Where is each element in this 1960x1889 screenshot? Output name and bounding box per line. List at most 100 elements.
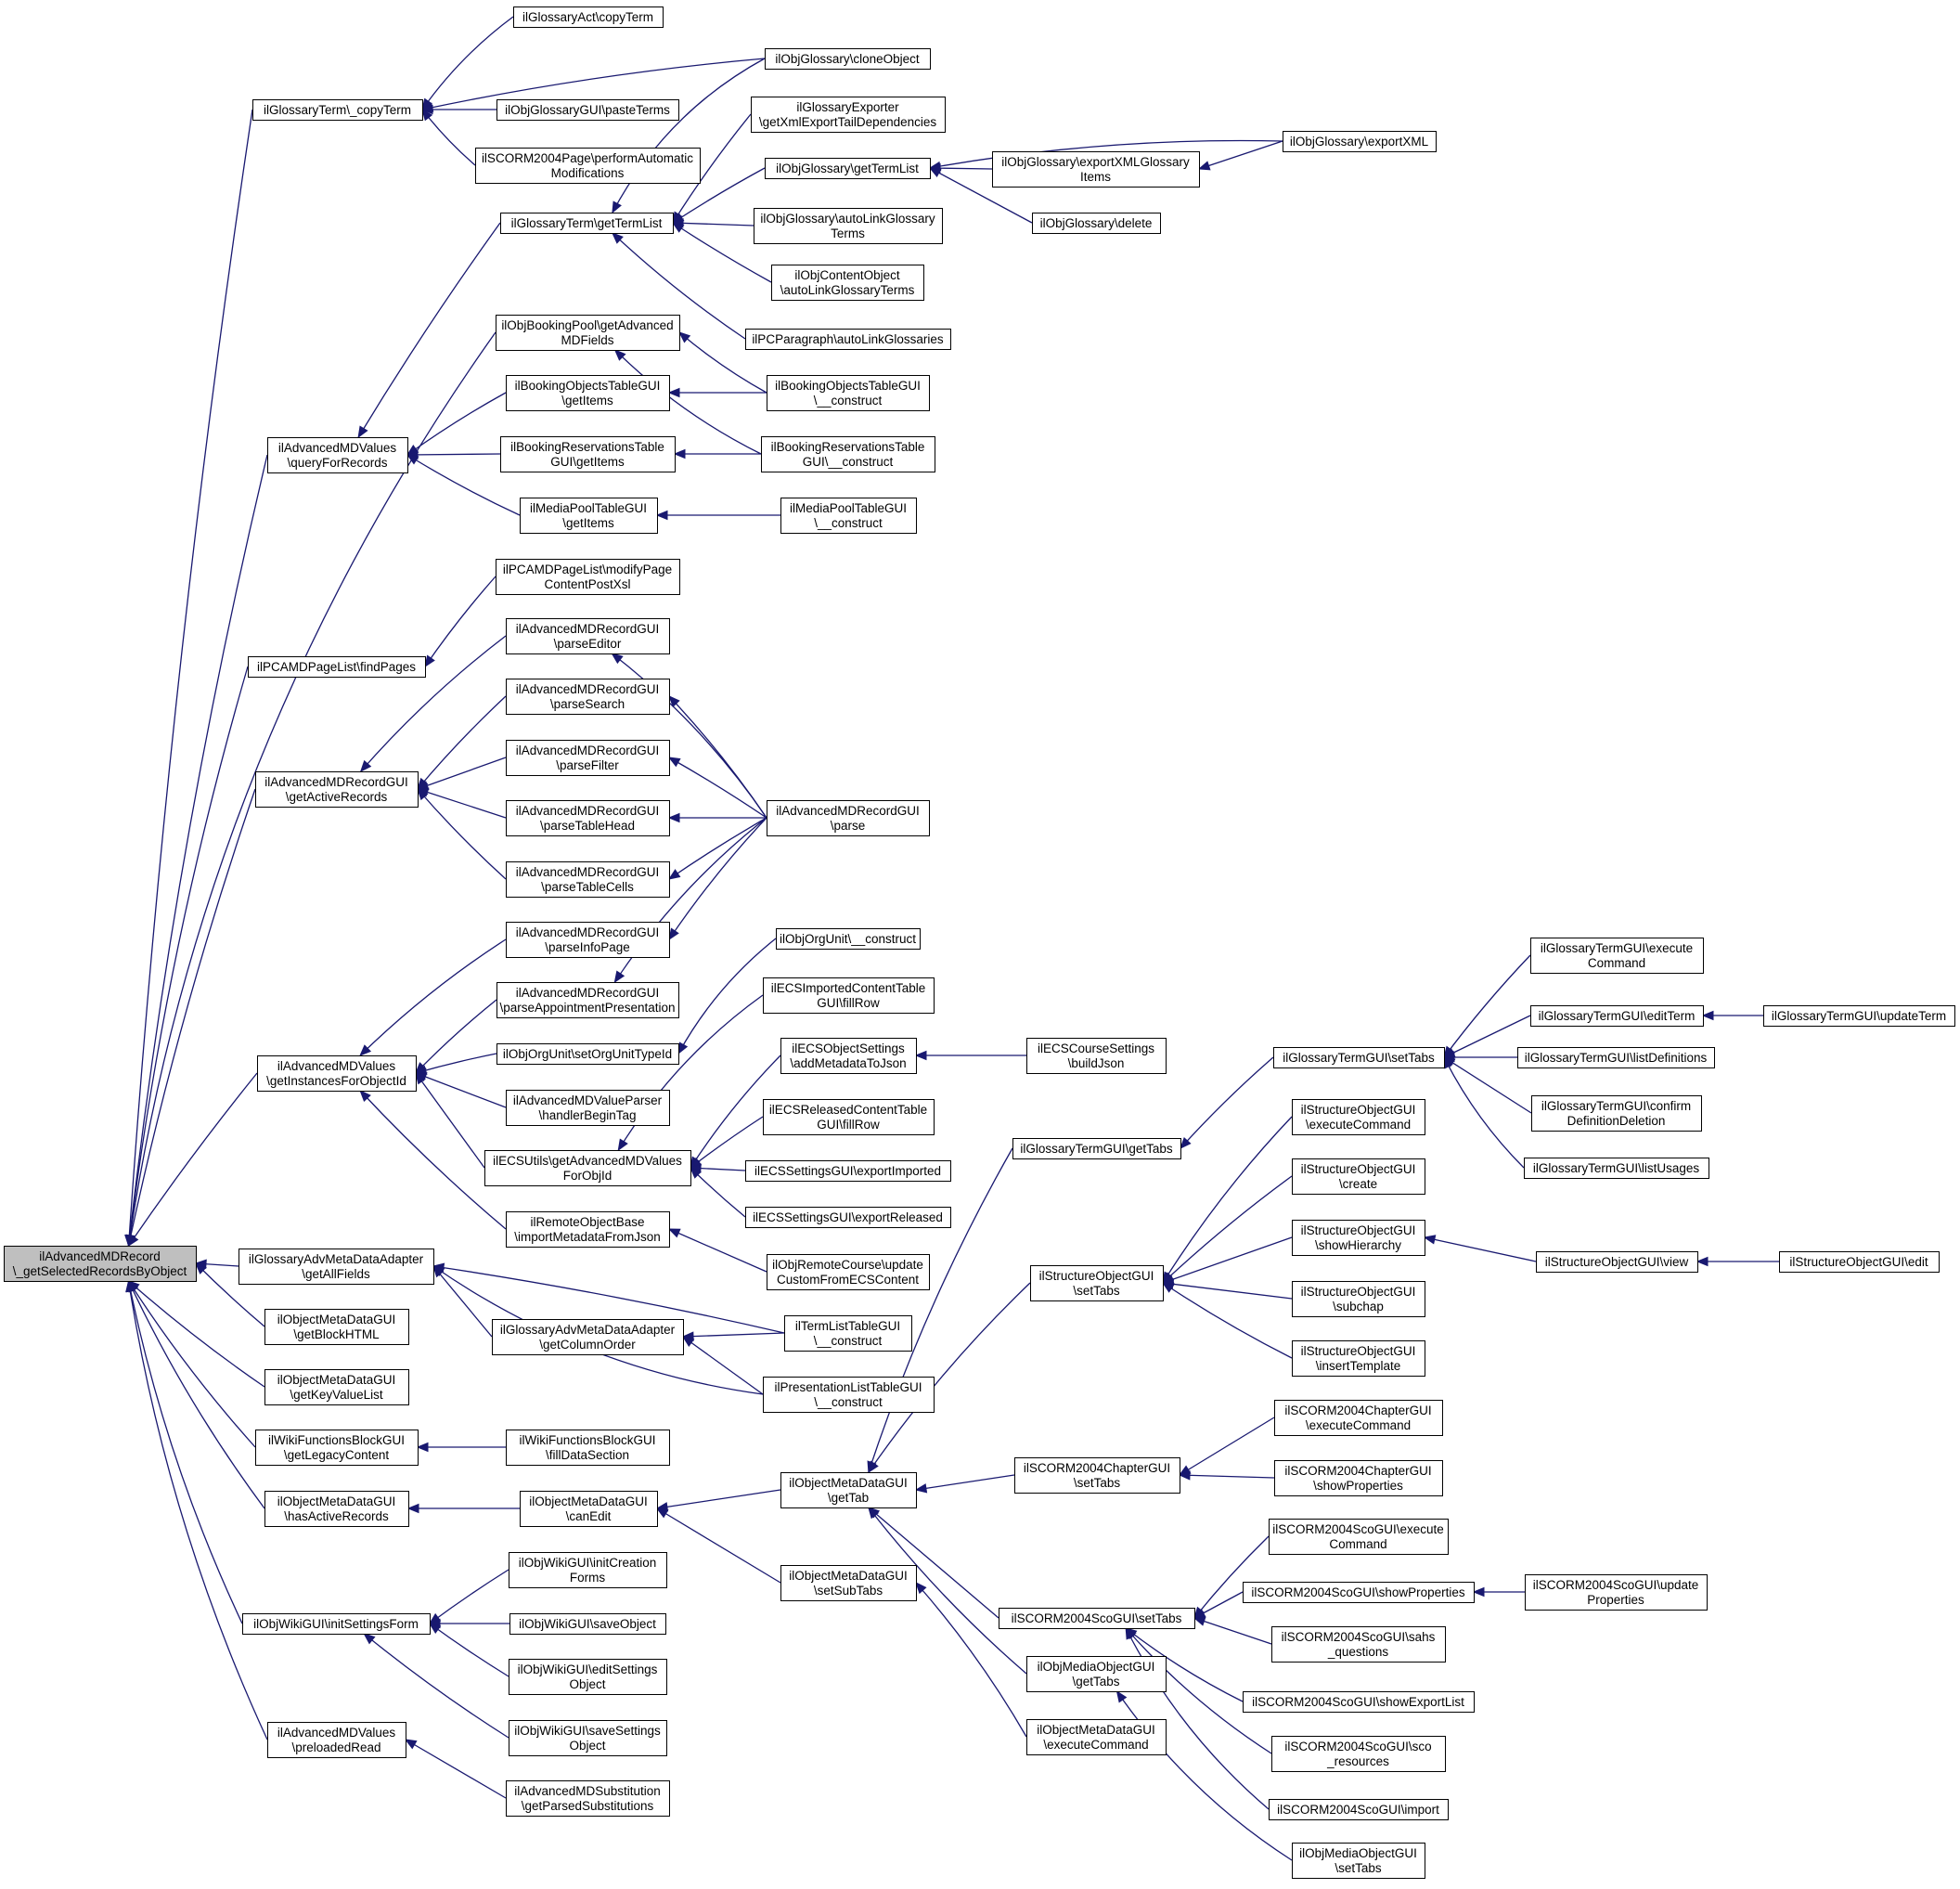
- graph-node-queryForRecords[interactable]: ilAdvancedMDValues\queryForRecords: [267, 437, 408, 473]
- graph-node-initSettingsForm[interactable]: ilObjWikiGUI\initSettingsForm: [242, 1613, 431, 1635]
- graph-node-hasActiveRecords[interactable]: ilObjectMetaDataGUI\hasActiveRecords: [264, 1491, 409, 1527]
- graph-node-parseTableCells[interactable]: ilAdvancedMDRecordGUI\parseTableCells: [506, 861, 670, 898]
- graph-node-handlerBeginTag[interactable]: ilAdvancedMDValueParser\handlerBeginTag: [506, 1090, 670, 1126]
- graph-node-structShowHierarchy[interactable]: ilStructureObjectGUI\showHierarchy: [1292, 1220, 1425, 1256]
- graph-node-getLegacyContent[interactable]: ilWikiFunctionsBlockGUI\getLegacyContent: [255, 1430, 419, 1466]
- graph-node-getParsedSubst[interactable]: ilAdvancedMDSubstitution\getParsedSubsti…: [506, 1780, 670, 1817]
- node-label: ilAdvancedMDRecordGUI: [516, 744, 660, 757]
- graph-node-contentAutoLink[interactable]: ilObjContentObject\autoLinkGlossaryTerms: [771, 265, 924, 301]
- graph-node-structSetTabs[interactable]: ilStructureObjectGUI\setTabs: [1030, 1265, 1164, 1301]
- graph-node-mediaSetTabs[interactable]: ilObjMediaObjectGUI\setTabs: [1292, 1843, 1425, 1879]
- graph-node-recordGuiParse[interactable]: ilAdvancedMDRecordGUI\parse: [767, 800, 930, 836]
- graph-node-structView[interactable]: ilStructureObjectGUI\view: [1536, 1251, 1698, 1273]
- graph-node-ecsExportImported[interactable]: ilECSSettingsGUI\exportImported: [745, 1160, 951, 1182]
- graph-node-scoExecute[interactable]: ilSCORM2004ScoGUI\executeCommand: [1269, 1519, 1449, 1555]
- graph-node-parseTableHead[interactable]: ilAdvancedMDRecordGUI\parseTableHead: [506, 800, 670, 836]
- graph-node-structExecute[interactable]: ilStructureObjectGUI\executeCommand: [1292, 1099, 1425, 1135]
- graph-node-parseFilter[interactable]: ilAdvancedMDRecordGUI\parseFilter: [506, 740, 670, 776]
- graph-node-ecsExportReleased[interactable]: ilECSSettingsGUI\exportReleased: [745, 1207, 951, 1228]
- graph-node-termGuiUpdateTerm[interactable]: ilGlossaryTermGUI\updateTerm: [1763, 1005, 1955, 1027]
- graph-node-getColumnOrder[interactable]: ilGlossaryAdvMetaDataAdapter\getColumnOr…: [492, 1319, 684, 1355]
- graph-node-importMetadata[interactable]: ilRemoteObjectBase\importMetadataFromJso…: [506, 1211, 670, 1248]
- graph-node-termListConstruct[interactable]: ilTermListTableGUI\__construct: [784, 1315, 912, 1352]
- graph-node-getInstancesForObjectId[interactable]: ilAdvancedMDValues\getInstancesForObject…: [257, 1055, 417, 1092]
- graph-node-pasteTerms[interactable]: ilObjGlossaryGUI\pasteTerms: [496, 99, 679, 121]
- graph-node-cloneObject[interactable]: ilObjGlossary\cloneObject: [765, 48, 931, 70]
- graph-node-mediaPoolGetItems[interactable]: ilMediaPoolTableGUI\getItems: [520, 498, 658, 534]
- graph-node-scoShowProps[interactable]: ilSCORM2004ScoGUI\showProperties: [1243, 1582, 1475, 1603]
- node-box: [239, 1249, 434, 1285]
- graph-node-termGuiConfirm[interactable]: ilGlossaryTermGUI\confirmDefinitionDelet…: [1531, 1095, 1702, 1132]
- graph-node-termGuiGetTabs[interactable]: ilGlossaryTermGUI\getTabs: [1012, 1138, 1181, 1159]
- graph-node-scoSetTabs[interactable]: ilSCORM2004ScoGUI\setTabs: [999, 1608, 1195, 1629]
- graph-node-ecsBuildJson[interactable]: ilECSCourseSettings\buildJson: [1026, 1038, 1167, 1074]
- graph-node-scoResources[interactable]: ilSCORM2004ScoGUI\sco_resources: [1271, 1736, 1446, 1772]
- graph-node-findPages[interactable]: ilPCAMDPageList\findPages: [248, 656, 426, 678]
- graph-node-termGuiEditTerm[interactable]: ilGlossaryTermGUI\editTerm: [1530, 1005, 1704, 1027]
- graph-node-parseSearch[interactable]: ilAdvancedMDRecordGUI\parseSearch: [506, 679, 670, 715]
- graph-node-getBlockHTML[interactable]: ilObjectMetaDataGUI\getBlockHTML: [264, 1309, 409, 1345]
- graph-node-scoImport[interactable]: ilSCORM2004ScoGUI\import: [1269, 1799, 1449, 1820]
- graph-node-orgUnitConstruct[interactable]: ilObjOrgUnit\__construct: [776, 928, 921, 950]
- graph-node-bookingResConstruct[interactable]: ilBookingReservationsTableGUI\__construc…: [761, 436, 935, 472]
- graph-node-structInsertTemplate[interactable]: ilStructureObjectGUI\insertTemplate: [1292, 1340, 1425, 1377]
- graph-node-scoSahs[interactable]: ilSCORM2004ScoGUI\sahs_questions: [1271, 1626, 1446, 1663]
- graph-node-parseInfoPage[interactable]: ilAdvancedMDRecordGUI\parseInfoPage: [506, 922, 670, 958]
- graph-node-updateCustomEcs[interactable]: ilObjRemoteCourse\updateCustomFromECSCon…: [767, 1254, 930, 1290]
- graph-node-termGetTermList[interactable]: ilGlossaryTerm\getTermList: [500, 213, 674, 234]
- graph-node-termGuiExecute[interactable]: ilGlossaryTermGUI\executeCommand: [1530, 938, 1704, 974]
- graph-node-glossDelete[interactable]: ilObjGlossary\delete: [1032, 213, 1161, 234]
- graph-node-structSubchap[interactable]: ilStructureObjectGUI\subchap: [1292, 1281, 1425, 1317]
- graph-node-setOrgUnitTypeId[interactable]: ilObjOrgUnit\setOrgUnitTypeId: [496, 1043, 679, 1065]
- graph-node-performAuto[interactable]: ilSCORM2004Page\performAutomaticModifica…: [475, 148, 701, 184]
- graph-node-getAllFields[interactable]: ilGlossaryAdvMetaDataAdapter\getAllField…: [239, 1249, 434, 1285]
- graph-node-structCreate[interactable]: ilStructureObjectGUI\create: [1292, 1158, 1425, 1195]
- node-label: ilAdvancedMDRecord: [39, 1249, 161, 1263]
- graph-node-termGuiSetTabs[interactable]: ilGlossaryTermGUI\setTabs: [1273, 1047, 1445, 1068]
- graph-node-pcParagraphAutoLink[interactable]: ilPCParagraph\autoLinkGlossaries: [745, 329, 951, 350]
- graph-node-termGuiListUsages[interactable]: ilGlossaryTermGUI\listUsages: [1524, 1158, 1709, 1179]
- graph-node-scoShowExport[interactable]: ilSCORM2004ScoGUI\showExportList: [1243, 1691, 1475, 1713]
- graph-node-fillDataSection[interactable]: ilWikiFunctionsBlockGUI\fillDataSection: [506, 1430, 670, 1466]
- graph-node-ecsAddMetadata[interactable]: ilECSObjectSettings\addMetadataToJson: [780, 1038, 917, 1074]
- graph-node-structEdit[interactable]: ilStructureObjectGUI\edit: [1779, 1251, 1940, 1273]
- graph-node-mediaGetTabs[interactable]: ilObjMediaObjectGUI\getTabs: [1026, 1656, 1167, 1692]
- graph-node-metaGetTab[interactable]: ilObjectMetaDataGUI\getTab: [780, 1472, 917, 1508]
- graph-node-copyTerm[interactable]: ilGlossaryTerm\_copyTerm: [252, 99, 423, 121]
- graph-node-root[interactable]: ilAdvancedMDRecord\_getSelectedRecordsBy…: [4, 1246, 197, 1282]
- graph-node-getKeyValueList[interactable]: ilObjectMetaDataGUI\getKeyValueList: [264, 1369, 409, 1405]
- graph-node-autoLinkGlossTerms[interactable]: ilObjGlossary\autoLinkGlossaryTerms: [754, 208, 943, 244]
- graph-node-metaExecuteCommand[interactable]: ilObjectMetaDataGUI\executeCommand: [1026, 1719, 1167, 1755]
- graph-node-chapterShowProps[interactable]: ilSCORM2004ChapterGUI\showProperties: [1274, 1460, 1443, 1496]
- graph-node-chapterSetTabs[interactable]: ilSCORM2004ChapterGUI\setTabs: [1014, 1457, 1180, 1494]
- graph-node-actCopyTerm[interactable]: ilGlossaryAct\copyTerm: [513, 6, 664, 28]
- graph-node-bookingObjGetItems[interactable]: ilBookingObjectsTableGUI\getItems: [506, 375, 670, 411]
- graph-node-parseEditor[interactable]: ilAdvancedMDRecordGUI\parseEditor: [506, 618, 670, 654]
- graph-node-saveObject[interactable]: ilObjWikiGUI\saveObject: [509, 1613, 666, 1635]
- graph-node-mediaPoolConstruct[interactable]: ilMediaPoolTableGUI\__construct: [780, 498, 917, 534]
- graph-node-preloadedRead[interactable]: ilAdvancedMDValues\preloadedRead: [267, 1722, 406, 1758]
- graph-node-canEdit[interactable]: ilObjectMetaDataGUI\canEdit: [520, 1491, 658, 1527]
- graph-node-bookingObjConstruct[interactable]: ilBookingObjectsTableGUI\__construct: [767, 375, 930, 411]
- graph-node-termGuiListDefs[interactable]: ilGlossaryTermGUI\listDefinitions: [1517, 1047, 1715, 1068]
- arrowhead-icon: [613, 349, 626, 361]
- graph-node-presListConstruct[interactable]: ilPresentationListTableGUI\__construct: [763, 1377, 935, 1413]
- graph-node-parseAppointment[interactable]: ilAdvancedMDRecordGUI\parseAppointmentPr…: [496, 982, 679, 1018]
- graph-node-chapterExecute[interactable]: ilSCORM2004ChapterGUI\executeCommand: [1274, 1400, 1443, 1436]
- graph-node-glossGetTermList[interactable]: ilObjGlossary\getTermList: [765, 158, 931, 179]
- graph-node-exporterGetXml[interactable]: ilGlossaryExporter\getXmlExportTailDepen…: [751, 97, 946, 133]
- graph-node-metaSetSubTabs[interactable]: ilObjectMetaDataGUI\setSubTabs: [780, 1565, 917, 1601]
- graph-node-glossExportXML[interactable]: ilObjGlossary\exportXML: [1283, 131, 1437, 152]
- graph-node-getActiveRecords[interactable]: ilAdvancedMDRecordGUI\getActiveRecords: [255, 771, 419, 808]
